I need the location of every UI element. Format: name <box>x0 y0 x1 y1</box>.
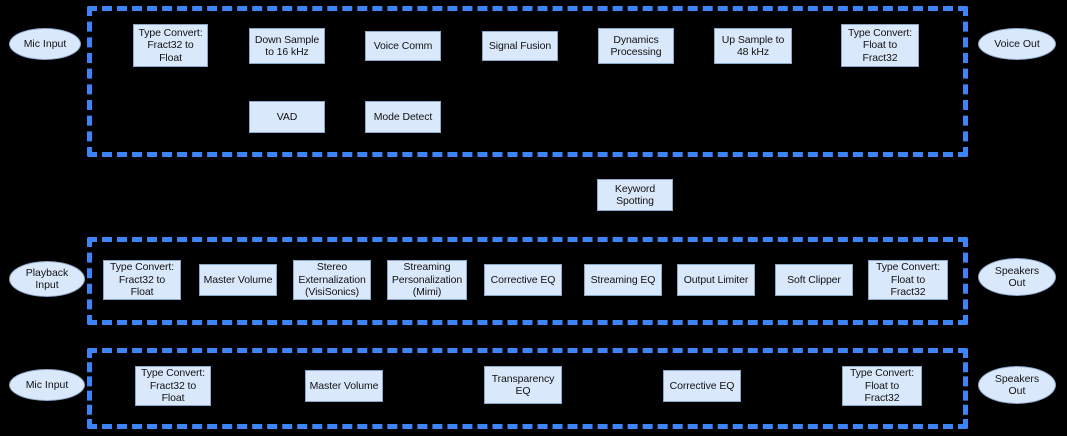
node-streaming-eq[interactable]: Streaming EQ <box>584 264 662 296</box>
node-dynamics-processing[interactable]: Dynamics Processing <box>598 28 674 64</box>
node-voice-type-convert-in[interactable]: Type Convert: Fract32 to Float <box>133 24 208 67</box>
terminal-mic-input-transparency[interactable]: Mic Input <box>9 369 85 401</box>
node-stereo-externalization[interactable]: Stereo Externalization (VisiSonics) <box>293 260 371 300</box>
terminal-mic-input-voice[interactable]: Mic Input <box>9 28 81 60</box>
node-streaming-personalization[interactable]: Streaming Personalization (Mimi) <box>387 260 467 300</box>
terminal-speakers-out-transparency[interactable]: Speakers Out <box>978 366 1056 404</box>
node-mode-detect[interactable]: Mode Detect <box>365 101 441 133</box>
node-voice-type-convert-out[interactable]: Type Convert: Float to Fract32 <box>841 24 919 67</box>
node-down-sample-16khz[interactable]: Down Sample to 16 kHz <box>249 28 325 64</box>
node-vad[interactable]: VAD <box>249 101 325 133</box>
node-transparency-eq[interactable]: Transparency EQ <box>484 366 562 404</box>
node-corrective-eq-transparency[interactable]: Corrective EQ <box>663 370 741 402</box>
node-master-volume-transparency[interactable]: Master Volume <box>305 370 383 402</box>
group-transparency-pipeline-group <box>87 348 968 429</box>
node-transparency-type-convert-in[interactable]: Type Convert: Fract32 to Float <box>135 366 211 406</box>
node-voice-comm[interactable]: Voice Comm <box>365 31 441 61</box>
terminal-voice-out[interactable]: Voice Out <box>978 28 1056 60</box>
node-playback-type-convert-in[interactable]: Type Convert: Fract32 to Float <box>103 260 181 300</box>
node-transparency-type-convert-out[interactable]: Type Convert: Float to Fract32 <box>842 366 922 406</box>
node-soft-clipper[interactable]: Soft Clipper <box>775 264 853 296</box>
terminal-speakers-out-playback[interactable]: Speakers Out <box>978 258 1056 296</box>
terminal-playback-input[interactable]: Playback Input <box>9 261 85 297</box>
node-master-volume-playback[interactable]: Master Volume <box>199 264 277 296</box>
node-playback-type-convert-out[interactable]: Type Convert: Float to Fract32 <box>868 260 948 300</box>
node-signal-fusion[interactable]: Signal Fusion <box>482 31 558 61</box>
node-up-sample-48khz[interactable]: Up Sample to 48 kHz <box>714 28 792 64</box>
group-voice-pipeline-group <box>87 6 968 157</box>
group-playback-pipeline-group <box>87 237 968 325</box>
node-output-limiter[interactable]: Output Limiter <box>677 264 755 296</box>
node-corrective-eq-playback[interactable]: Corrective EQ <box>484 264 562 296</box>
node-keyword-spotting[interactable]: Keyword Spotting <box>597 179 673 211</box>
